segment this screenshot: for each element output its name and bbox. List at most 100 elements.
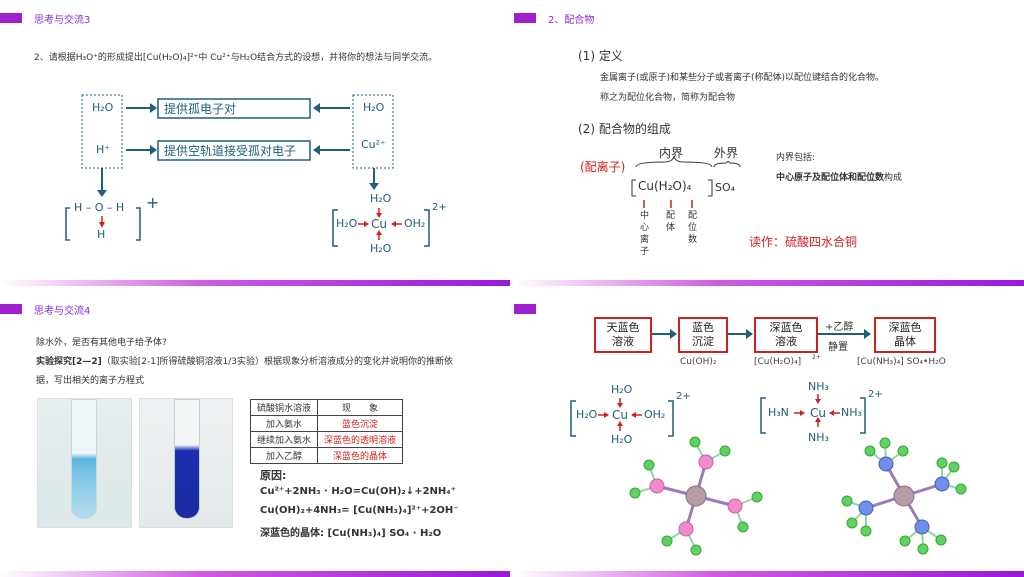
slide-reaction-flow[interactable]: 天蓝色 溶液 蓝色 沉淀 深蓝色 溶液 深蓝色 晶体 +乙醇 静置 Cu(OH)… xyxy=(514,291,1024,577)
equation-1: Cu²⁺+2NH₃ · H₂O=Cu(OH)₂↓+2NH₄⁺ xyxy=(260,486,456,497)
table-row: 加入乙醇深蓝色的晶体 xyxy=(249,447,404,464)
experiment-desc: （取实验[2-1]所得硫酸铜溶液1/3实验）根据现象分析溶液成分的变化并说明你的… xyxy=(101,357,453,367)
slide-title: 思考与交流4 xyxy=(34,306,91,317)
ammine-right-ligand: NH₃ xyxy=(841,406,862,419)
aqua-complex-model xyxy=(629,436,763,556)
tube-light-blue xyxy=(71,399,97,519)
cu-left-ligand: H₂O xyxy=(336,217,358,230)
inner-desc-tail: 构成 xyxy=(884,173,903,183)
slide-title: 思考与交流3 xyxy=(34,15,91,26)
title-tab xyxy=(514,13,536,23)
bottom-bar xyxy=(0,571,510,577)
slide-complex-compounds[interactable]: 2、配合物 (1) 定义 金属离子(或原子)和某些分子或者离子(称配体)以配位键… xyxy=(514,0,1024,286)
right-copper-label: Cu²⁺ xyxy=(361,138,386,151)
ammine-bottom-ligand: NH₃ xyxy=(808,431,829,444)
cu-right-ligand: OH₂ xyxy=(404,217,426,230)
tube-deep-blue xyxy=(174,399,200,519)
complex-ion-label: (配离子) xyxy=(580,160,626,174)
outer-formula: SO₄ xyxy=(715,181,736,194)
cu-top-ligand: H₂O xyxy=(370,192,392,205)
hydronium-h: H xyxy=(97,228,106,241)
crystal-formula: [Cu(NH₃)₄] SO₄•H₂O xyxy=(857,357,946,367)
table-cell: 深蓝色的透明溶液 xyxy=(317,431,404,448)
flow-arrows xyxy=(570,329,967,556)
inner-description: 中心原子及配位体和配位数构成 xyxy=(776,170,902,183)
hydronium-formula: H – O – H xyxy=(74,201,125,214)
slide-think-exchange-3[interactable]: 思考与交流3 2、请根据H₃O⁺的形成提出[Cu(H₂O)₄]²⁺中 Cu²⁺与… xyxy=(0,0,510,286)
bottom-bar xyxy=(514,571,1024,577)
bottom-bar xyxy=(0,280,510,286)
inner-includes-label: 内界包括: xyxy=(776,153,816,163)
title-tab xyxy=(514,304,536,314)
lone-pair-box: 提供孤电子对 xyxy=(164,102,237,116)
bottom-bar xyxy=(514,280,1024,286)
coordination-diagram xyxy=(65,94,430,247)
empty-orbital-box: 提供空轨道接受孤对电子 xyxy=(164,144,297,158)
sky-blue-solution-box: 天蓝色 溶液 xyxy=(594,317,652,353)
composition-heading: (2) 配合物的组成 xyxy=(578,122,671,136)
reading-text: 读作：硫酸四水合铜 xyxy=(749,235,858,249)
question-text: 除水外，是否有其他电子给予体? xyxy=(36,338,167,348)
table-cell: 蓝色沉淀 xyxy=(317,415,404,432)
slide-think-exchange-4[interactable]: 思考与交流4 除水外，是否有其他电子给予体? 实验探究[2—2]（取实验[2-1… xyxy=(0,291,510,577)
cu-complex-charge: 2+ xyxy=(432,202,447,213)
aqua-complex-charge: 2+ xyxy=(676,391,691,402)
equation-3: 深蓝色的晶体: [Cu(NH₃)₄] SO₄ · H₂O xyxy=(260,528,442,539)
test-tube-photo-light xyxy=(37,398,132,528)
deep-blue-crystal-box: 深蓝色 晶体 xyxy=(874,317,936,353)
right-water-label: H₂O xyxy=(363,101,385,114)
blue-precipitate-box: 蓝色 沉淀 xyxy=(678,317,728,353)
inner-desc-bold: 中心原子及配位体和配位数 xyxy=(776,173,885,183)
aqua-bottom-ligand: H₂O xyxy=(611,433,633,446)
ammine-left-ligand: H₃N xyxy=(768,406,789,419)
composition-diagram xyxy=(631,155,741,208)
ammine-complex-model xyxy=(841,437,967,555)
definition-line-2: 称之为配位化合物，简称为配合物 xyxy=(600,93,736,103)
add-ethanol-label: +乙醇 xyxy=(825,322,854,333)
equation-2: Cu(OH)₂+4NH₃= [Cu(NH₃)₄]²⁺+2OH⁻ xyxy=(260,505,459,516)
experiment-line-2: 据，写出相关的离子方程式 xyxy=(36,376,145,386)
title-tab xyxy=(0,304,22,314)
slide-title: 2、配合物 xyxy=(548,15,595,26)
aqua-ion-charge: 2+ xyxy=(812,354,821,361)
table-cell: 硫酸铜水溶液 xyxy=(249,399,319,416)
table-cell: 深蓝色的晶体 xyxy=(317,447,404,464)
inner-sphere-label: 内界 xyxy=(659,146,684,160)
experiment-label: 实验探究[2—2] xyxy=(36,357,102,367)
table-cell: 加入氨水 xyxy=(249,415,319,432)
left-water-label: H₂O xyxy=(92,101,114,114)
aqua-ion-formula: [Cu(H₂O)₄] xyxy=(754,357,802,367)
ligand-label: 配体 xyxy=(666,211,676,233)
reason-label: 原因: xyxy=(260,469,287,482)
ammine-center: Cu xyxy=(810,406,826,420)
hydronium-charge: + xyxy=(146,193,160,212)
title-tab xyxy=(0,13,22,23)
experiment-table: 硫酸铜水溶液现 象 加入氨水蓝色沉淀 继续加入氨水深蓝色的透明溶液 加入乙醇深蓝… xyxy=(249,399,404,464)
experiment-line-1: 实验探究[2—2]（取实验[2-1]所得硫酸铜溶液1/3实验）根据现象分析溶液成… xyxy=(36,354,453,367)
test-tube-photo-dark xyxy=(139,398,233,528)
ammine-top-ligand: NH₃ xyxy=(808,380,829,393)
cu-center: Cu xyxy=(371,217,387,231)
table-row: 硫酸铜水溶液现 象 xyxy=(249,399,404,416)
table-row: 加入氨水蓝色沉淀 xyxy=(249,415,404,432)
ammine-complex-charge: 2+ xyxy=(868,389,883,400)
cu-bottom-ligand: H₂O xyxy=(370,242,392,255)
question-text: 2、请根据H₃O⁺的形成提出[Cu(H₂O)₄]²⁺中 Cu²⁺与H₂O结合方式… xyxy=(34,53,438,63)
definition-line-1: 金属离子(或原子)和某些分子或者离子(称配体)以配位键结合的化合物。 xyxy=(600,73,885,83)
left-proton-label: H⁺ xyxy=(96,143,111,156)
definition-heading: (1) 定义 xyxy=(578,49,623,63)
outer-sphere-label: 外界 xyxy=(714,146,739,160)
aqua-left-ligand: H₂O xyxy=(576,408,598,421)
aqua-center: Cu xyxy=(612,408,628,422)
table-cell: 继续加入氨水 xyxy=(249,431,319,448)
precipitate-formula: Cu(OH)₂ xyxy=(680,357,717,367)
central-ion-label: 中心离子 xyxy=(640,211,650,257)
table-cell: 现 象 xyxy=(317,399,404,416)
coordination-number-label: 配位数 xyxy=(688,211,698,245)
standing-label: 静置 xyxy=(828,342,848,353)
aqua-right-ligand: OH₂ xyxy=(644,408,666,421)
table-row: 继续加入氨水深蓝色的透明溶液 xyxy=(249,431,404,448)
table-cell: 加入乙醇 xyxy=(249,447,319,464)
deep-blue-solution-box: 深蓝色 溶液 xyxy=(754,317,818,353)
aqua-top-ligand: H₂O xyxy=(611,383,633,396)
